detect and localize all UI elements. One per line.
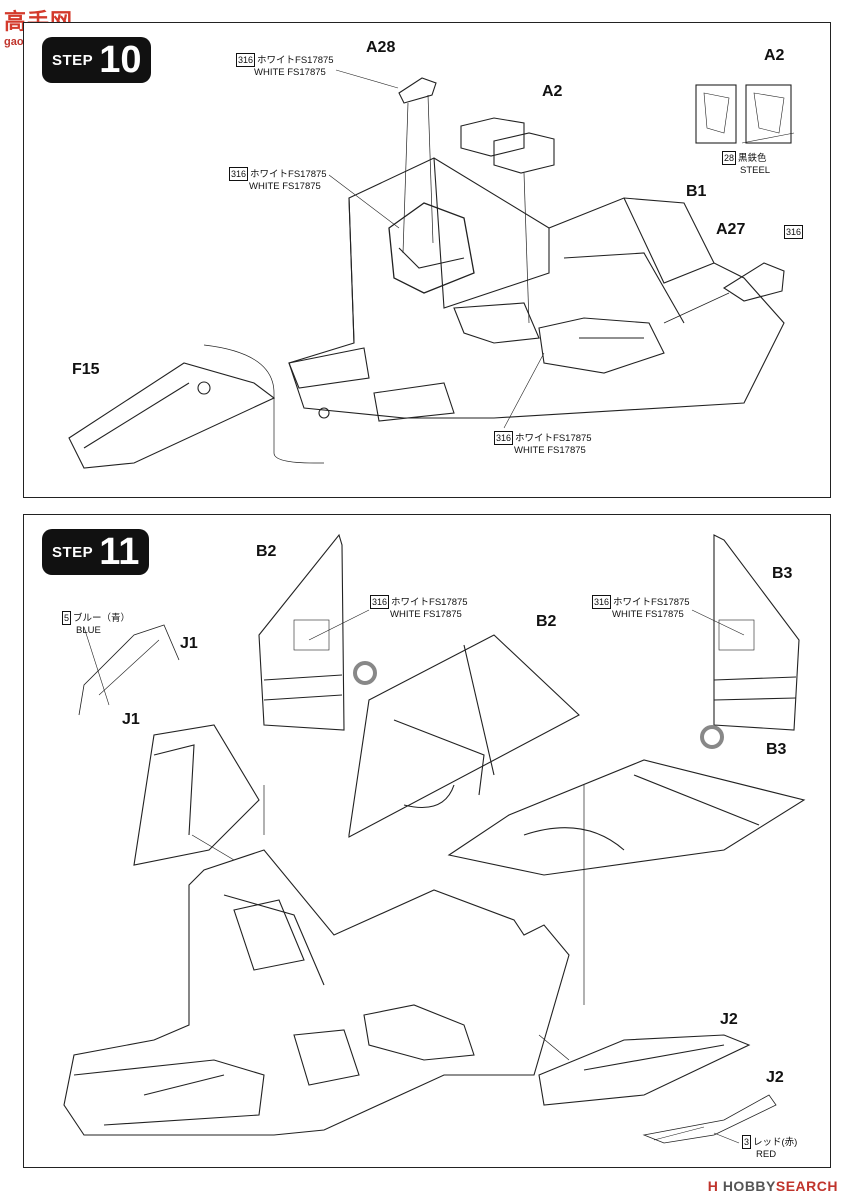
b1-fuselage-floor xyxy=(288,157,785,419)
part-label-b3-top: B3 xyxy=(772,565,793,582)
paint-name-en: RED xyxy=(756,1149,777,1160)
j2-part xyxy=(538,1034,751,1106)
paint-name-en: WHITE FS17875 xyxy=(254,67,326,78)
part-label-b2-left: B2 xyxy=(256,543,277,560)
hobby-text: HOBBY xyxy=(722,1178,776,1194)
b2-wing-3d xyxy=(348,634,580,838)
part-label-j2-bottom: J2 xyxy=(766,1069,784,1086)
step-10-drawing xyxy=(68,69,795,469)
cockpit-tub xyxy=(388,202,475,294)
paint-code: 316 xyxy=(784,225,804,239)
paint-code: 28 xyxy=(722,151,737,165)
paint-name-en: STEEL xyxy=(740,165,771,176)
hobby-search-watermark: H HOBBYSEARCH xyxy=(708,1178,838,1194)
paint-name-en: WHITE FS17875 xyxy=(249,181,321,192)
paint-name-en: WHITE FS17875 xyxy=(612,609,684,620)
paint-code: 316 xyxy=(592,595,612,609)
step-number: 10 xyxy=(99,39,142,81)
paint-code: 316 xyxy=(494,431,514,445)
step-word: STEP xyxy=(52,51,94,69)
paint-name-en: WHITE FS17875 xyxy=(390,609,462,620)
part-label-b2-right: B2 xyxy=(536,613,557,630)
step-11-drawing xyxy=(63,533,806,1144)
a2-etched-panel-left xyxy=(695,84,737,144)
paint-name-jp: ホワイトFS17875 xyxy=(250,169,327,180)
a27-part xyxy=(722,262,785,302)
step-number: 11 xyxy=(99,531,140,573)
paint-name-jp: ブルー（青） xyxy=(73,613,131,624)
rotate-arrow-right xyxy=(700,725,724,749)
a28-part xyxy=(398,77,437,104)
step-10-badge: STEP 10 xyxy=(42,37,152,83)
hobby-search-logo-mark: H xyxy=(707,1178,719,1194)
a2-etched-panel-right xyxy=(745,84,792,144)
part-label-j2-top: J2 xyxy=(720,1011,738,1028)
paint-name-en: WHITE FS17875 xyxy=(514,445,586,456)
b2-wing-outer xyxy=(258,533,345,731)
paint-name-jp: ホワイトFS17875 xyxy=(257,55,334,66)
part-label-j1-top: J1 xyxy=(180,635,198,652)
main-fuselage-assembly xyxy=(63,849,570,1136)
paint-name-jp: ホワイトFS17875 xyxy=(515,433,592,444)
paint-name-jp: ホワイトFS17875 xyxy=(613,597,690,608)
part-label-b1: B1 xyxy=(686,183,707,200)
part-label-b3-mid: B3 xyxy=(766,741,787,758)
b3-wing-3d xyxy=(447,759,806,876)
search-text: SEARCH xyxy=(775,1178,838,1194)
j1-fin-part xyxy=(133,724,260,866)
part-label-j1-mid: J1 xyxy=(122,711,140,728)
paint-name-jp: レッド(赤) xyxy=(753,1137,798,1148)
paint-name-jp: 黒鉄色 xyxy=(738,153,767,164)
paint-code: 316 xyxy=(229,167,249,181)
part-label-a2-side: A2 xyxy=(764,47,785,64)
paint-code: 5 xyxy=(62,611,72,625)
j2-detail xyxy=(642,1094,777,1144)
part-label-a2-top: A2 xyxy=(542,83,563,100)
part-label-f15: F15 xyxy=(72,361,100,378)
j1-detail-top xyxy=(78,624,180,716)
paint-name-jp: ホワイトFS17875 xyxy=(391,597,468,608)
paint-name-en: BLUE xyxy=(76,625,101,636)
paint-callout-a27-code: 316 xyxy=(784,225,805,239)
paint-code: 316 xyxy=(370,595,390,609)
part-label-a27: A27 xyxy=(716,221,746,238)
step-11-badge: STEP 11 xyxy=(42,529,150,575)
paint-code: 3 xyxy=(742,1135,752,1149)
a2-block-1 xyxy=(460,117,525,157)
f15-part xyxy=(68,362,276,469)
b3-wing-outer xyxy=(713,534,800,731)
part-label-a28: A28 xyxy=(366,39,396,56)
paint-code: 316 xyxy=(236,53,256,67)
a2-block-2 xyxy=(493,132,555,174)
step-word: STEP xyxy=(52,543,94,561)
rotate-arrow-left xyxy=(353,661,377,685)
